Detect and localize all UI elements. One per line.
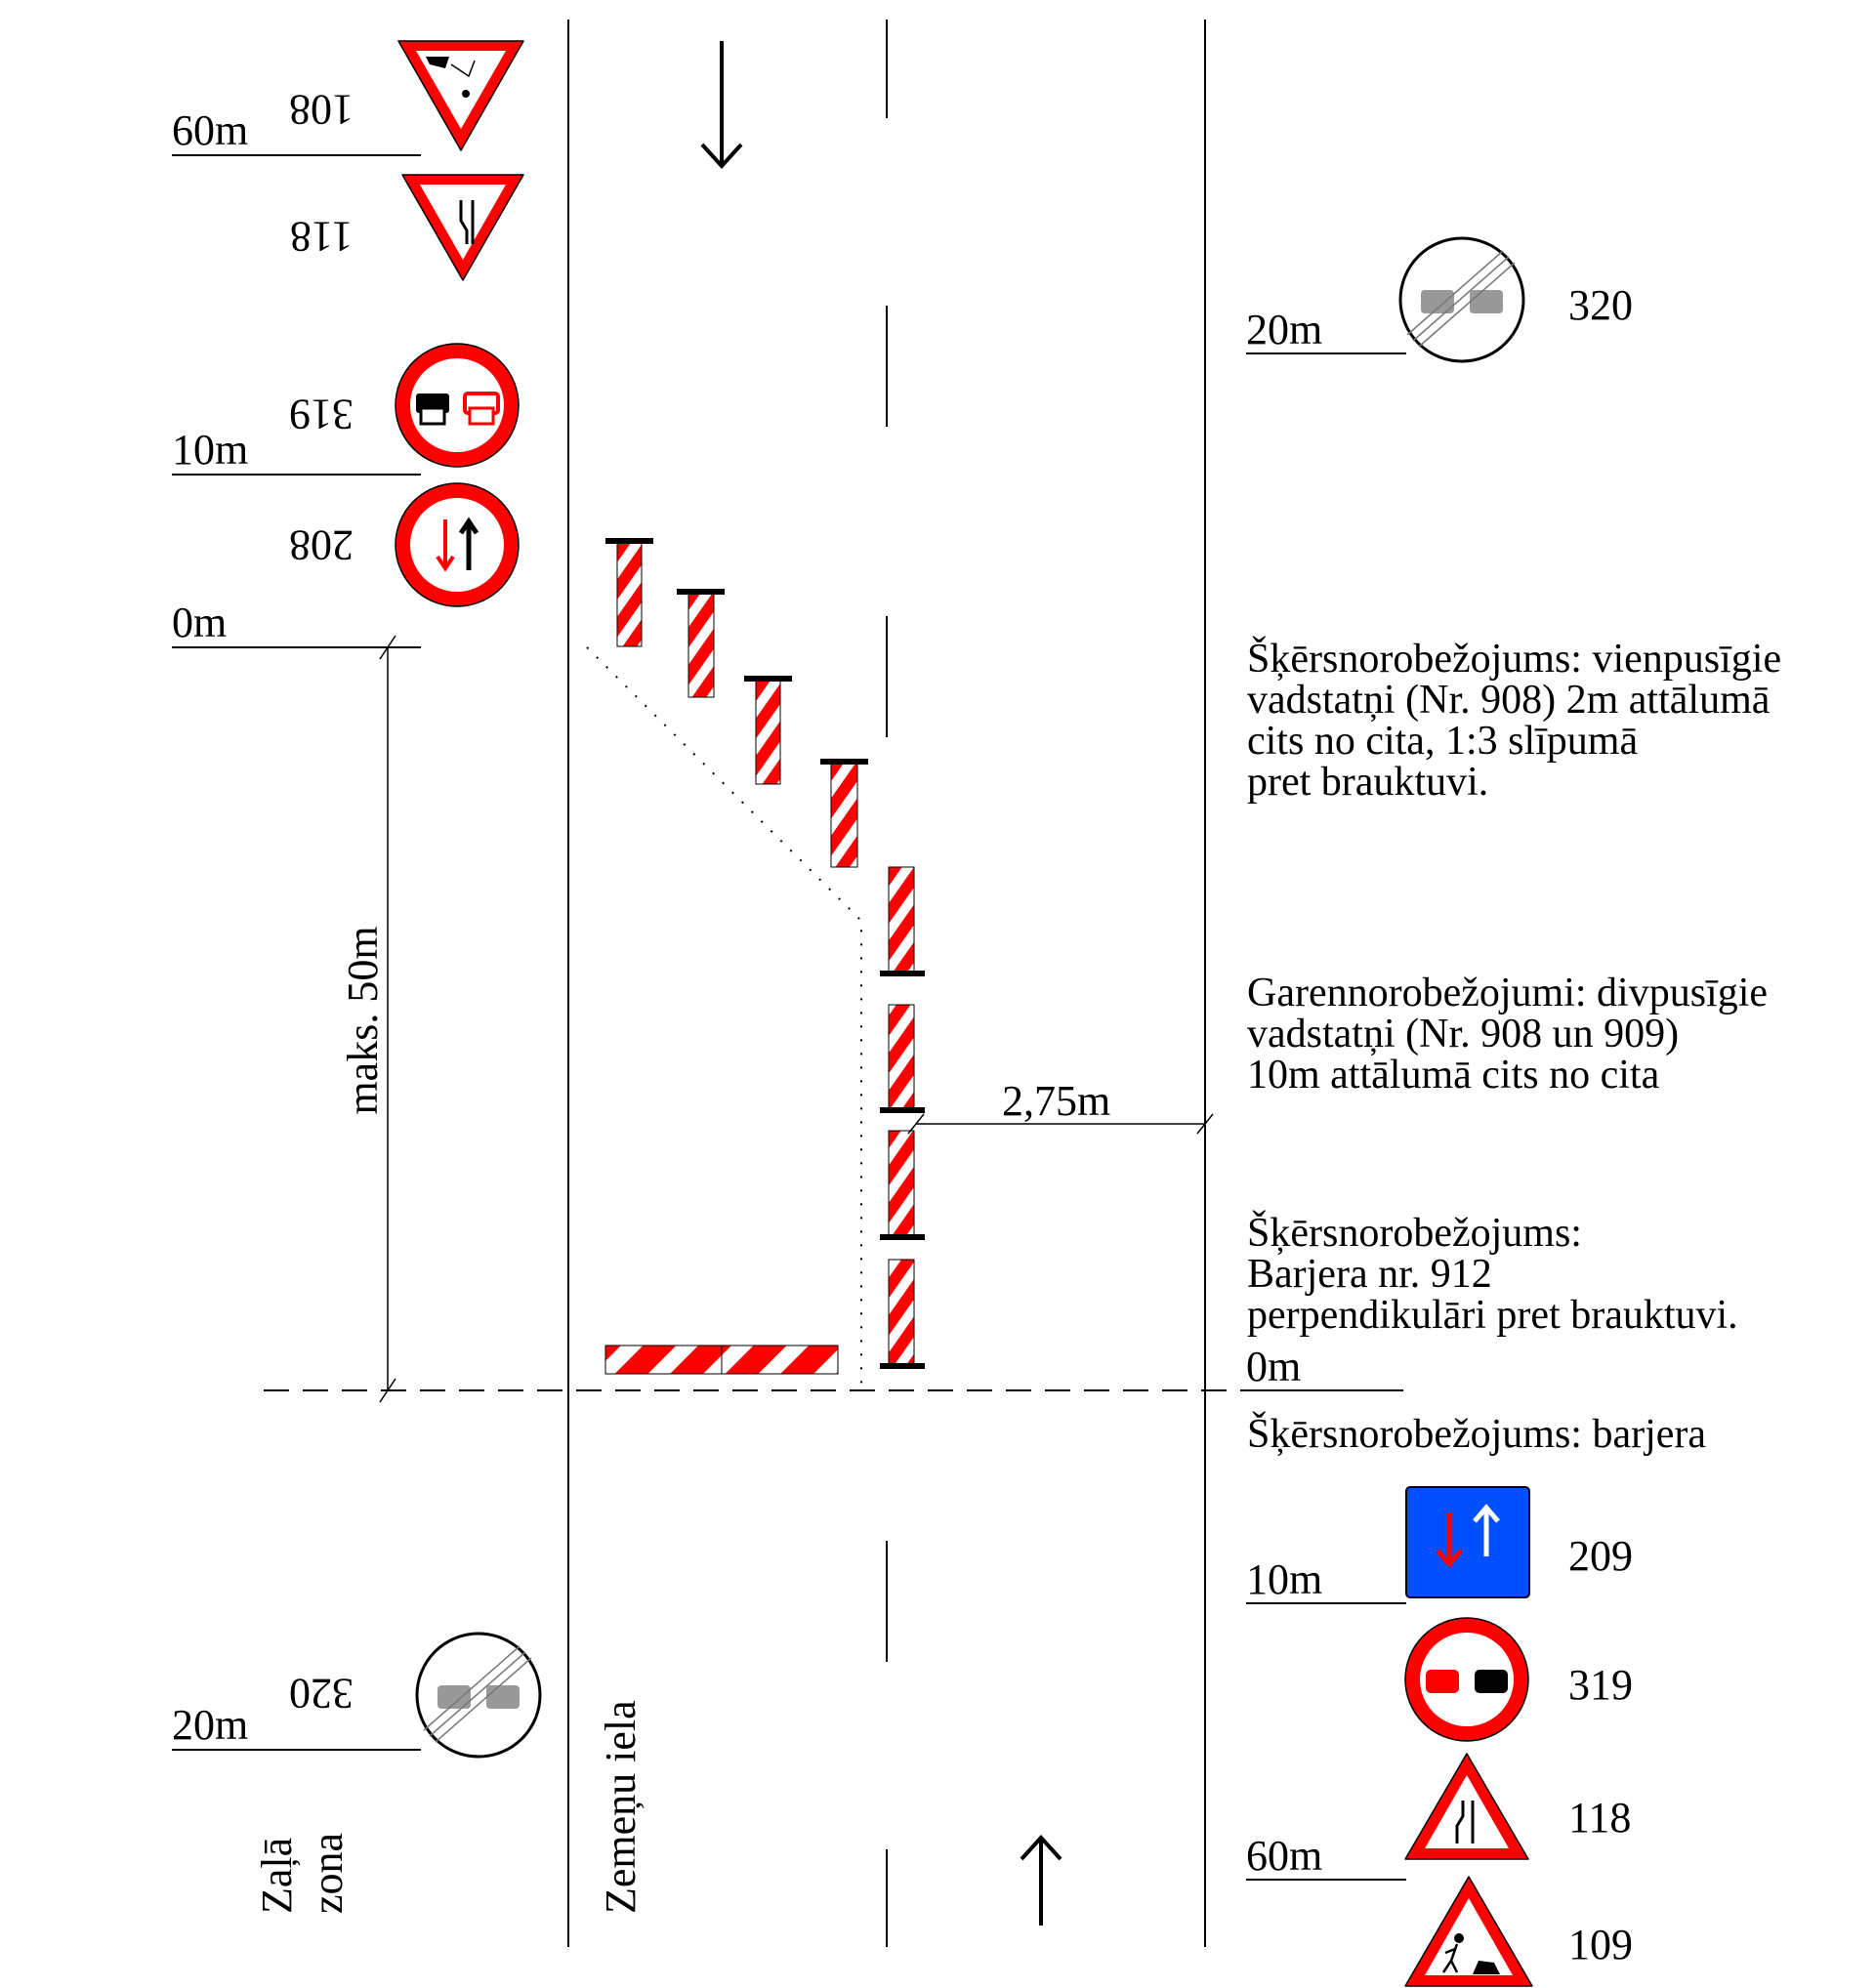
note-line: vadstatņi (Nr. 908 un 909) [1247, 1012, 1679, 1056]
note-barrier: Šķērsnorobežojums: barjera [1247, 1411, 1706, 1457]
sign-code: 109 [1568, 1921, 1633, 1968]
note-line: pret brauktuvi. [1247, 760, 1488, 805]
distance-label: 10m [1246, 1555, 1322, 1603]
note-line: perpendikulāri pret brauktuvi. [1247, 1293, 1738, 1338]
bollard-909 [880, 1130, 925, 1240]
bollard-908 [744, 676, 792, 785]
note-line: Šķērsnorobežojums: [1247, 1210, 1582, 1256]
note-line: cits no cita, 1:3 slīpumā [1247, 719, 1638, 764]
sign-code: 319 [289, 391, 354, 438]
note-line: vadstatņi (Nr. 908) 2m attālumā [1247, 678, 1771, 723]
bollard-909 [880, 1259, 925, 1369]
distance-label: 20m [172, 1701, 248, 1749]
road [567, 20, 1206, 1947]
priority-over-oncoming-icon [1405, 1486, 1530, 1598]
sign-code: 108 [289, 86, 354, 134]
end-no-overtaking-icon [1398, 236, 1525, 363]
roadworks-triangle-icon [1404, 1876, 1533, 1987]
right-distance-lines [1246, 352, 1406, 1881]
bollard-908 [677, 589, 725, 698]
lane-width-label: 2,75m [1002, 1077, 1110, 1125]
sign-code: 118 [290, 213, 353, 261]
road-narrows-inverted-triangle-icon [401, 174, 524, 281]
distance-label: 20m [1246, 306, 1322, 353]
note-line: Barjera nr. 912 [1247, 1252, 1492, 1297]
no-overtaking-circle-icon [1404, 1617, 1529, 1742]
no-overtaking-circle-icon [395, 343, 520, 468]
sign-code: 209 [1568, 1532, 1633, 1580]
direction-arrow-down-icon [700, 41, 743, 169]
note-barrier-912: Šķērsnorobežojums: Barjera nr. 912 perpe… [1247, 1210, 1738, 1338]
distance-label: 60m [172, 106, 248, 154]
distance-label: 0m [172, 599, 227, 646]
distance-label: 60m [1246, 1832, 1322, 1880]
note-line: Šķērsnorobežojums: vienpusīgie [1247, 636, 1781, 682]
bollard-908 [605, 538, 653, 647]
sign-code: 208 [289, 521, 354, 569]
note-line: 10m attālumā cits no cita [1247, 1053, 1660, 1098]
distance-label: 0m [1246, 1343, 1301, 1390]
barrier-912 [604, 1345, 839, 1375]
give-way-oncoming-circle-icon [395, 482, 520, 607]
max-length-label: maks. 50m [339, 926, 387, 1114]
distance-label: 10m [172, 426, 248, 474]
direction-arrow-up-icon [1020, 1835, 1062, 1926]
note-line: Garennorobežojumi: divpusīgie [1247, 971, 1768, 1015]
lane-width-dimension [907, 1113, 1214, 1135]
green-zone-label: Zaļā [253, 1838, 301, 1914]
note-longitudinal: Garennorobežojumi: divpusīgie vadstatņi … [1247, 971, 1768, 1098]
falling-rocks-inverted-triangle-icon [397, 40, 524, 151]
sign-code: 319 [1568, 1661, 1633, 1709]
taper-dotted-line [586, 646, 862, 1390]
bollard-909 [880, 1004, 925, 1113]
left-distance-lines [172, 154, 421, 1751]
sign-code: 320 [1568, 281, 1633, 329]
sign-code: 320 [289, 1670, 354, 1718]
street-name: Zemeņu iela [597, 1700, 645, 1914]
road-narrows-triangle-icon [1404, 1753, 1529, 1860]
note-transverse-bollards: Šķērsnorobežojums: vienpusīgie vadstatņi… [1247, 636, 1781, 805]
bollard-909 [880, 866, 925, 976]
green-zone-label: zona [304, 1833, 352, 1914]
bollard-908 [820, 759, 868, 868]
sign-code: 118 [1568, 1794, 1631, 1842]
end-no-overtaking-icon [415, 1632, 542, 1759]
